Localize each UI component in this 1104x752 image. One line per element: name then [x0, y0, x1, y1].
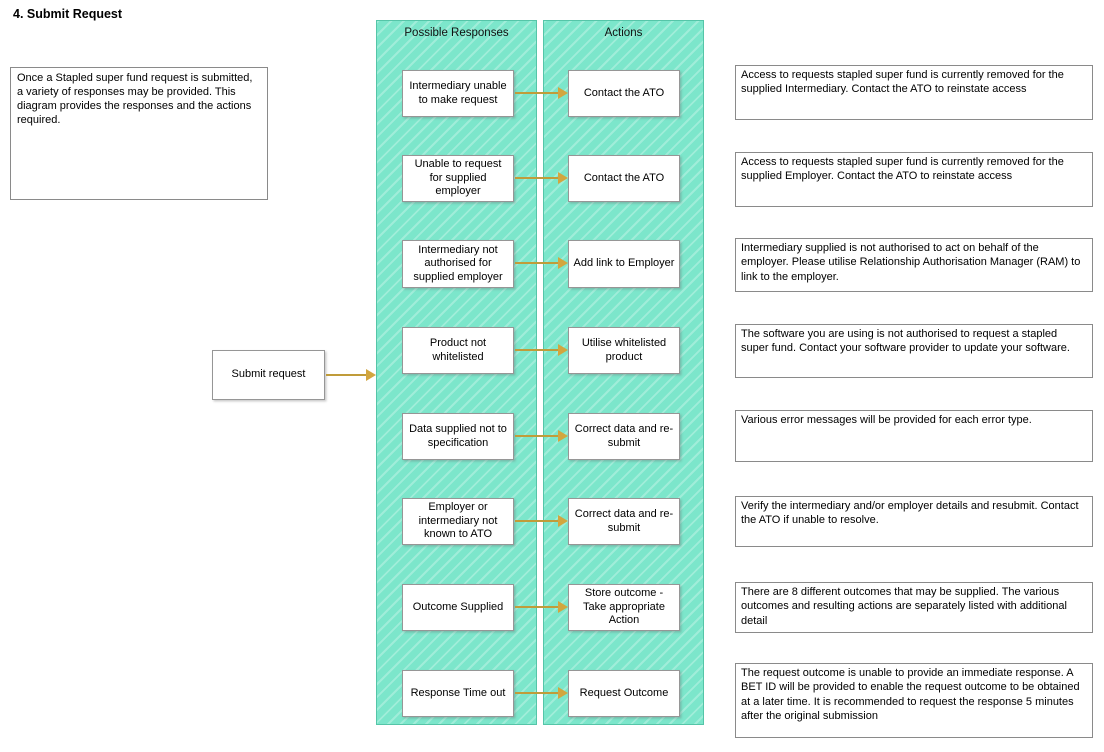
action-box: Contact the ATO: [568, 70, 680, 117]
responses-column-header: Possible Responses: [404, 27, 509, 39]
detail-note: Intermediary supplied is not authorised …: [735, 238, 1093, 292]
connector-line: [515, 92, 558, 94]
arrowhead-icon: [558, 172, 568, 184]
detail-note: Verify the intermediary and/or employer …: [735, 496, 1093, 547]
detail-note: Access to requests stapled super fund is…: [735, 65, 1093, 120]
arrowhead-icon: [558, 601, 568, 613]
arrowhead-icon: [558, 515, 568, 527]
detail-note: Various error messages will be provided …: [735, 410, 1093, 462]
response-box: Intermediary not authorised for supplied…: [402, 240, 514, 288]
response-box: Outcome Supplied: [402, 584, 514, 631]
submit-arrow-line: [326, 374, 366, 376]
arrowhead-icon: [558, 687, 568, 699]
arrowhead-icon: [558, 87, 568, 99]
action-box: Contact the ATO: [568, 155, 680, 202]
action-box: Request Outcome: [568, 670, 680, 717]
response-box: Intermediary unable to make request: [402, 70, 514, 117]
detail-note: The software you are using is not author…: [735, 324, 1093, 378]
action-box: Correct data and re-submit: [568, 413, 680, 460]
action-box: Utilise whitelisted product: [568, 327, 680, 374]
page-title: 4. Submit Request: [13, 7, 123, 21]
response-box: Employer or intermediary not known to AT…: [402, 498, 514, 545]
connector-line: [515, 520, 558, 522]
connector-line: [515, 349, 558, 351]
arrowhead-icon: [558, 257, 568, 269]
detail-note: Access to requests stapled super fund is…: [735, 152, 1093, 207]
detail-note: There are 8 different outcomes that may …: [735, 582, 1093, 633]
intro-note: Once a Stapled super fund request is sub…: [10, 67, 268, 200]
connector-line: [515, 606, 558, 608]
arrowhead-icon: [558, 430, 568, 442]
connector-line: [515, 262, 558, 264]
connector-line: [515, 435, 558, 437]
action-box: Correct data and re-submit: [568, 498, 680, 545]
response-box: Data supplied not to specification: [402, 413, 514, 460]
actions-column-header: Actions: [604, 27, 643, 39]
connector-line: [515, 177, 558, 179]
connector-line: [515, 692, 558, 694]
response-box: Product not whitelisted: [402, 327, 514, 374]
action-box: Store outcome - Take appropriate Action: [568, 584, 680, 631]
submit-arrowhead-icon: [366, 369, 376, 381]
response-box: Response Time out: [402, 670, 514, 717]
action-box: Add link to Employer: [568, 240, 680, 288]
submit-request-box: Submit request: [212, 350, 325, 400]
detail-note: The request outcome is unable to provide…: [735, 663, 1093, 738]
arrowhead-icon: [558, 344, 568, 356]
response-box: Unable to request for supplied employer: [402, 155, 514, 202]
